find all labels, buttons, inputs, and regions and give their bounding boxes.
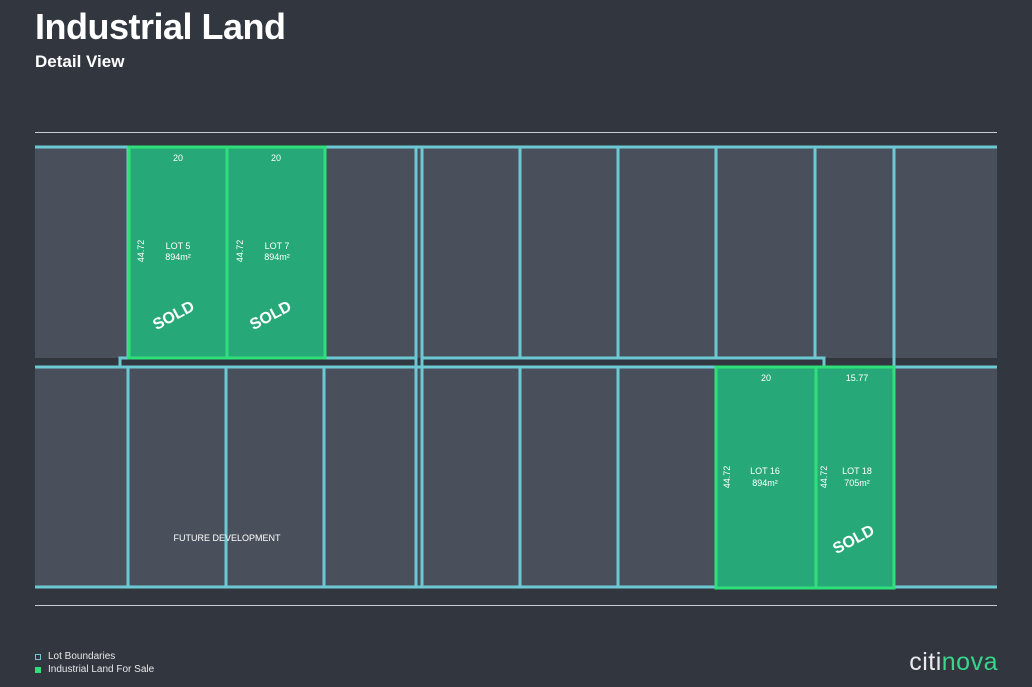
lot-18-frontage: 15.77 xyxy=(846,373,869,383)
lot-5[interactable]: 20 44.72 LOT 5 894m² SOLD xyxy=(127,145,229,360)
brand-logo: citinova xyxy=(909,648,998,677)
lot-16-depth: 44.72 xyxy=(722,466,732,489)
brand-logo-part2: nova xyxy=(941,648,998,676)
lot-16-area: 894m² xyxy=(752,478,778,488)
boundary-swatch-icon xyxy=(35,653,41,660)
lot-18-area: 705m² xyxy=(844,478,870,488)
lot-16-label: LOT 16 xyxy=(750,466,780,476)
lot-5-area: 894m² xyxy=(165,252,191,262)
legend-for-sale-label: Industrial Land For Sale xyxy=(48,664,155,675)
lot-7-label: LOT 7 xyxy=(265,241,290,251)
lot-7[interactable]: 20 44.72 LOT 7 894m² SOLD xyxy=(225,145,327,360)
brand-logo-part1: citi xyxy=(909,648,942,676)
lot-18[interactable]: 15.77 44.72 LOT 18 705m² SOLD xyxy=(814,365,896,590)
for-sale-swatch-icon xyxy=(35,666,41,673)
lot-7-depth: 44.72 xyxy=(235,240,245,263)
legend-for-sale: Industrial Land For Sale xyxy=(35,664,154,675)
lot-18-label: LOT 18 xyxy=(842,466,872,476)
lot-7-area: 894m² xyxy=(264,252,290,262)
lot-5-label: LOT 5 xyxy=(166,241,191,251)
lot-5-frontage: 20 xyxy=(173,153,183,163)
legend-lot-boundaries: Lot Boundaries xyxy=(35,651,115,662)
lot-16-frontage: 20 xyxy=(761,373,771,383)
legend-lot-boundaries-label: Lot Boundaries xyxy=(48,651,116,662)
lot-18-depth: 44.72 xyxy=(819,466,829,489)
future-development-label: FUTURE DEVELOPMENT xyxy=(173,533,281,543)
lot-boundaries xyxy=(35,145,997,589)
lot-7-frontage: 20 xyxy=(271,153,281,163)
page-subtitle: Detail View xyxy=(35,52,125,71)
lot-5-depth: 44.72 xyxy=(136,240,146,263)
page-title: Industrial Land xyxy=(35,6,286,47)
road-edge-top xyxy=(35,132,997,133)
lot-16[interactable]: 20 44.72 LOT 16 894m² xyxy=(714,365,818,590)
road-edge-bottom xyxy=(35,605,997,606)
